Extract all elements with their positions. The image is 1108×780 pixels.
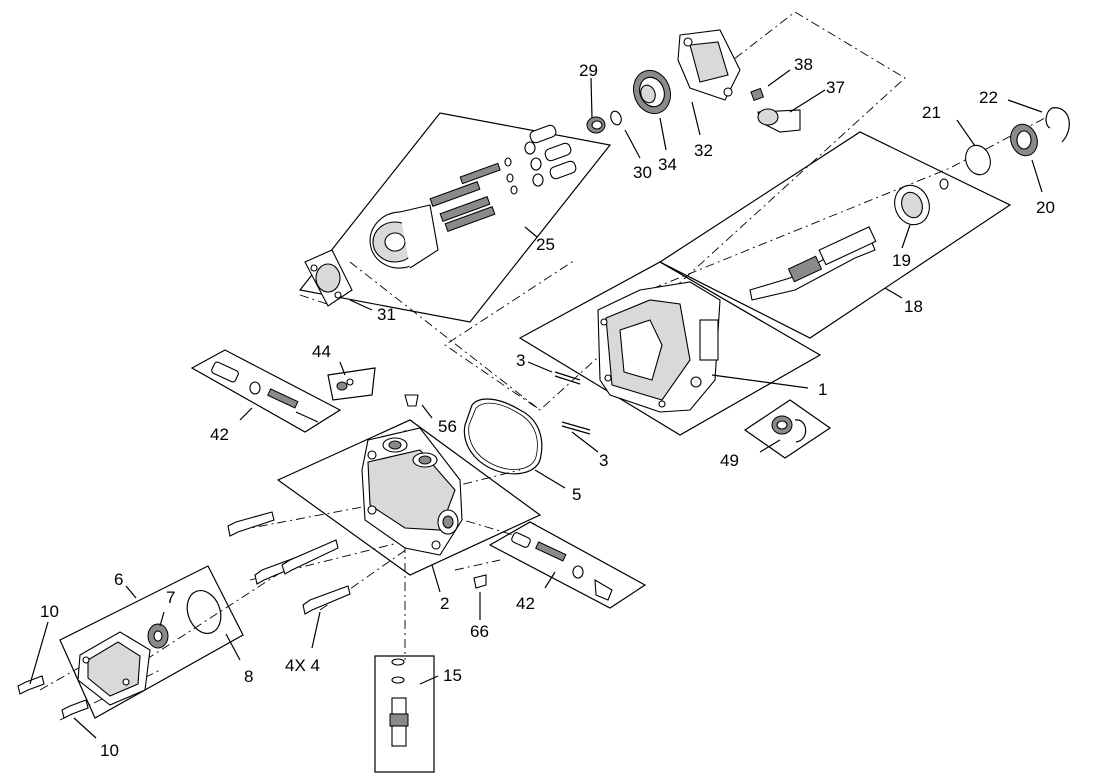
callout-30: 30 — [633, 163, 652, 182]
callout-49: 49 — [720, 451, 739, 470]
callout-20: 20 — [1036, 198, 1055, 217]
callout-7: 7 — [166, 588, 175, 607]
part-3-pins — [554, 371, 591, 435]
callout-42-lower: 42 — [516, 594, 535, 613]
callout-19: 19 — [892, 251, 911, 270]
callout-29: 29 — [579, 61, 598, 80]
part-1-housing — [597, 281, 721, 413]
callout-34: 34 — [658, 155, 677, 174]
kit-frame-1 — [518, 261, 822, 436]
kit-frame-25 — [298, 112, 612, 323]
callout-5: 5 — [572, 485, 581, 504]
callout-10-upper: 10 — [40, 602, 59, 621]
callout-37: 37 — [826, 78, 845, 97]
part-19-bearing — [894, 178, 949, 226]
callout-8: 8 — [244, 667, 253, 686]
callout-18: 18 — [904, 297, 923, 316]
assembly-centerlines — [39, 11, 1046, 721]
callout-21: 21 — [922, 103, 941, 122]
part-32-cover — [677, 29, 741, 101]
part-20-21-22-seals — [965, 107, 1070, 176]
part-37-38-shaft-key — [750, 87, 801, 133]
part-6-7-8-charge-pump — [77, 590, 222, 706]
callout-22: 22 — [979, 88, 998, 107]
part-44-plug — [336, 378, 354, 391]
pistons — [429, 162, 501, 232]
part-66-plug — [473, 574, 487, 589]
part-42-upper-valve — [211, 361, 319, 423]
part-4-bolts — [227, 511, 351, 615]
callout-10-lower: 10 — [100, 741, 119, 760]
callout-labels: 29 30 34 32 38 37 21 22 20 19 18 25 31 1… — [40, 55, 1055, 760]
sleeves — [504, 124, 577, 195]
callout-6: 6 — [114, 570, 123, 589]
callout-31: 31 — [377, 305, 396, 324]
kit-frame-42-lower — [488, 521, 647, 609]
callout-15: 15 — [443, 666, 462, 685]
kit-frame-42-upper — [190, 349, 342, 433]
kit-frame-18 — [658, 131, 1012, 339]
part-5-gasket — [463, 398, 543, 475]
callout-38: 38 — [794, 55, 813, 74]
part-49-seal-kit — [771, 415, 807, 443]
callout-3-upper: 3 — [516, 351, 525, 370]
callout-56: 56 — [438, 417, 457, 436]
part-42-lower-valve — [511, 532, 613, 601]
callout-4: 4X 4 — [285, 656, 320, 675]
part-56-plug — [404, 394, 419, 407]
kit-frames — [59, 112, 1012, 773]
callout-3-lower: 3 — [599, 451, 608, 470]
callout-25: 25 — [536, 235, 555, 254]
callout-32: 32 — [694, 141, 713, 160]
callout-42-upper: 42 — [210, 425, 229, 444]
callout-1: 1 — [818, 380, 827, 399]
callout-66: 66 — [470, 622, 489, 641]
part-15-fitting — [389, 658, 409, 747]
part-10-screws — [17, 675, 89, 719]
kit-frame-49 — [743, 399, 832, 459]
callout-44: 44 — [312, 342, 331, 361]
kit-frame-44 — [327, 367, 376, 401]
kit-frame-2 — [276, 419, 542, 576]
part-34-seal — [632, 69, 672, 115]
part-31-valve-plate — [304, 249, 353, 307]
callout-2: 2 — [440, 594, 449, 613]
part-2-end-cap — [361, 427, 463, 556]
kit-frame-15 — [374, 655, 435, 773]
part-29-30-rings — [586, 110, 622, 134]
kit-frame-6 — [59, 565, 244, 719]
part-18-shaft — [749, 226, 877, 301]
part-25-rotating-group — [369, 124, 577, 269]
leader-lines — [29, 69, 1043, 739]
